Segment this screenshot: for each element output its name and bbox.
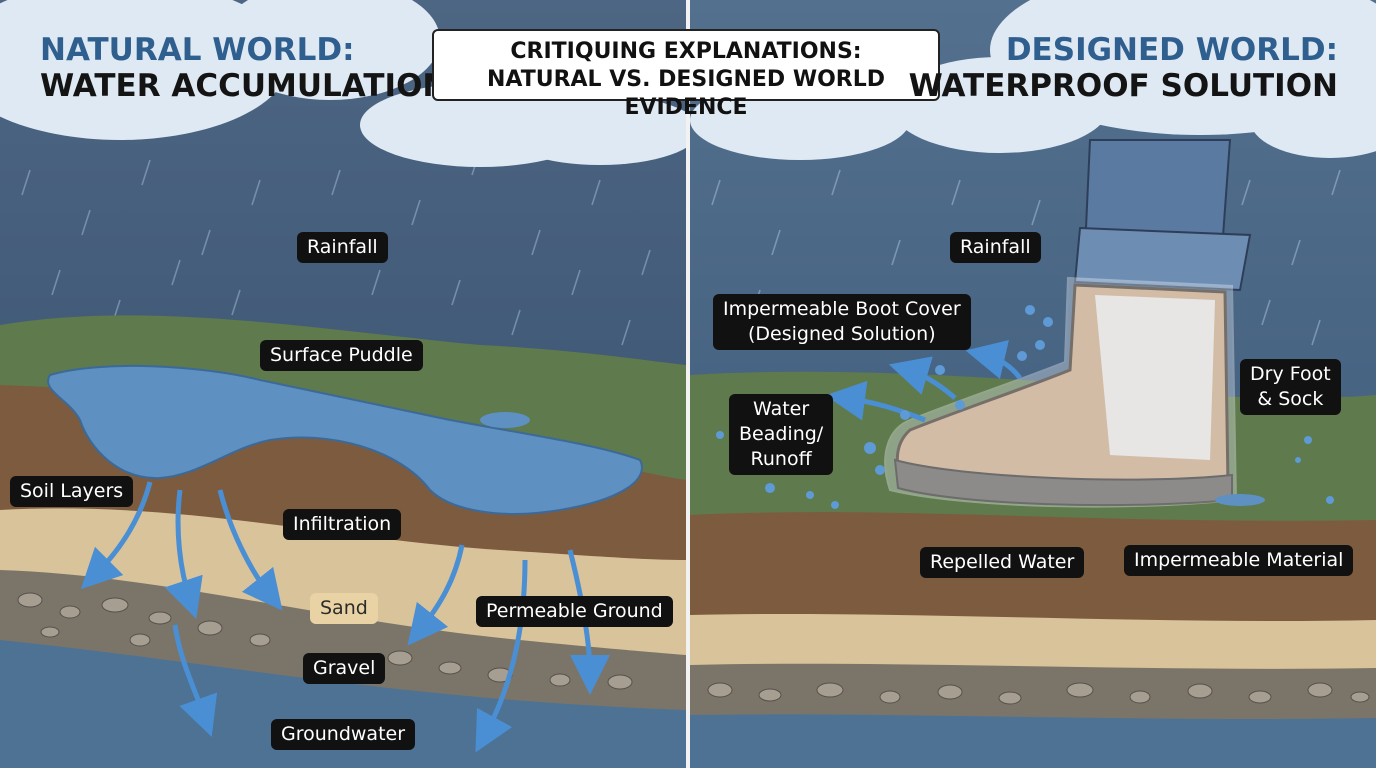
surface-puddle (47, 364, 643, 515)
groundwater-layer (690, 714, 1376, 768)
label-soil-layers: Soil Layers (10, 476, 134, 507)
groundwater-layer (0, 640, 686, 768)
label-rainfall-designed: Rainfall (950, 232, 1041, 263)
label-boot-cover: Impermeable Boot Cover (Designed Solutio… (713, 294, 971, 350)
main-title-line1: CRITIQUING EXPLANATIONS: (510, 39, 862, 64)
label-dry-foot: Dry Foot & Sock (1240, 359, 1341, 415)
water-droplets (716, 305, 1334, 509)
runoff-arrows (825, 340, 1022, 423)
rain-streaks-right (711, 169, 1341, 346)
small-puddle (1215, 494, 1265, 506)
designed-world-title: DESIGNED WORLD: WATERPROOF SOLUTION (909, 32, 1338, 104)
designed-title-line2: WATERPROOF SOLUTION (908, 68, 1338, 104)
main-title-line2: NATURAL VS. DESIGNED WORLD EVIDENCE (486, 67, 886, 120)
infiltration-arrows (80, 481, 610, 753)
label-water-beading: Water Beading/ Runoff (729, 394, 834, 475)
label-surface-puddle: Surface Puddle (260, 340, 423, 371)
label-rainfall-natural: Rainfall (297, 232, 388, 263)
natural-world-title: NATURAL WORLD: WATER ACCUMULATION (40, 32, 448, 104)
gravel-stones (707, 682, 1370, 705)
label-permeable-ground: Permeable Ground (476, 596, 673, 627)
rain-streaks-left (21, 149, 651, 346)
label-infiltration: Infiltration (283, 509, 402, 540)
label-gravel: Gravel (303, 653, 386, 684)
label-sand: Sand (310, 593, 378, 624)
panel-divider (686, 0, 690, 768)
puddle-splash (480, 412, 530, 428)
natural-title-line1: NATURAL WORLD: (40, 32, 355, 68)
label-repelled-water: Repelled Water (920, 547, 1085, 578)
designed-title-line1: DESIGNED WORLD: (1005, 32, 1338, 68)
natural-world-panel (0, 0, 686, 768)
natural-title-line2: WATER ACCUMULATION (40, 68, 449, 104)
cloud-left (0, 0, 686, 167)
label-groundwater: Groundwater (271, 719, 416, 750)
transparent-boot-cover (884, 276, 1238, 508)
main-title-box: CRITIQUING EXPLANATIONS: NATURAL VS. DES… (432, 29, 940, 120)
label-impermeable-material: Impermeable Material (1124, 545, 1354, 576)
jeans-cuff (1073, 226, 1252, 292)
sock (1095, 295, 1215, 460)
gravel-stones (17, 592, 633, 690)
